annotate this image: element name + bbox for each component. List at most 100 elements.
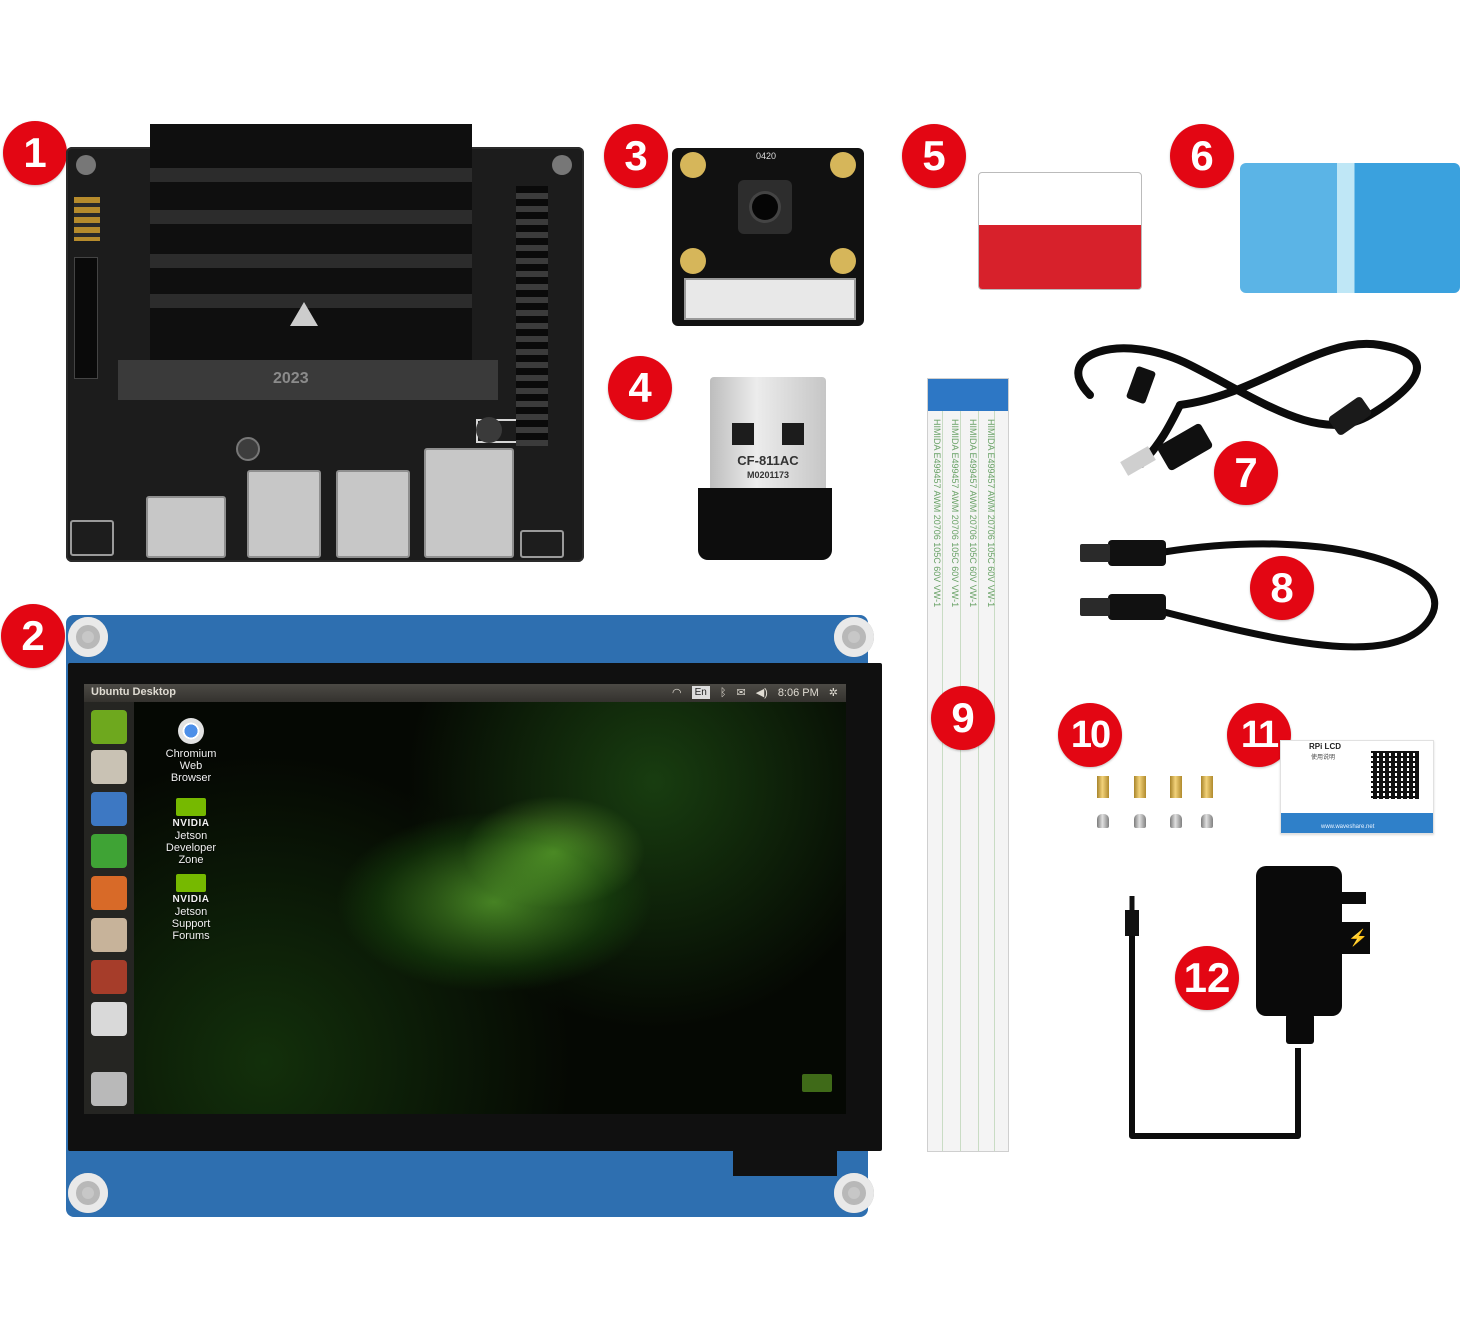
fpc-stiffener bbox=[928, 379, 1008, 411]
fpc-trace bbox=[942, 411, 943, 1151]
manual-subtitle: 使用说明 bbox=[1311, 755, 1336, 761]
launcher-sidebar bbox=[84, 702, 134, 1114]
desktop-icon-label: Browser bbox=[170, 772, 212, 784]
usb-contact-icon bbox=[782, 423, 804, 445]
nvidia-watermark-icon bbox=[802, 1074, 832, 1092]
writer-icon bbox=[91, 792, 127, 826]
badge-12: 12 bbox=[1175, 946, 1239, 1010]
volume-icon: ◀) bbox=[755, 687, 768, 699]
usb-port bbox=[247, 470, 321, 558]
mount-pad bbox=[680, 248, 706, 274]
capacitor bbox=[476, 417, 502, 443]
badge-1: 1 bbox=[3, 121, 67, 185]
settings-icon bbox=[91, 960, 127, 994]
ribbon-connector bbox=[684, 278, 856, 320]
capacitor bbox=[236, 437, 260, 461]
desktop-icon-label: Zone bbox=[178, 854, 204, 866]
hot-surface-warning-icon bbox=[290, 302, 318, 326]
camera-lens-icon bbox=[738, 180, 792, 234]
camera-print: 0420 bbox=[756, 151, 777, 161]
desktop-icon-label: Jetson bbox=[174, 830, 208, 842]
fpc-print: HIMIDA E499457 AWM 20706 105C 60V VW-1 bbox=[932, 419, 942, 608]
power-cable bbox=[1125, 896, 1301, 1139]
impress-icon bbox=[91, 876, 127, 910]
desktop-icon-label: Jetson bbox=[174, 906, 208, 918]
badge-10: 10 bbox=[1058, 703, 1122, 767]
desktop-icon-chromium[interactable]: Chromium Web Browser bbox=[149, 718, 233, 784]
brass-standoff bbox=[1134, 776, 1146, 798]
badge-2: 2 bbox=[1, 604, 65, 668]
adapter-strain-relief bbox=[1286, 1014, 1314, 1044]
micro-usb-port bbox=[520, 530, 564, 558]
chromium-icon bbox=[178, 718, 204, 744]
ethernet-port bbox=[424, 448, 514, 558]
screw bbox=[1097, 814, 1109, 828]
qr-code-icon bbox=[1371, 751, 1419, 799]
heatsink bbox=[150, 124, 472, 374]
badge-9: 9 bbox=[931, 686, 995, 750]
mount-hole-icon bbox=[552, 155, 572, 175]
fpc-trace bbox=[994, 411, 995, 1151]
keyboard-layout-indicator: En bbox=[691, 686, 710, 699]
heatsink-fin bbox=[150, 210, 472, 224]
screw bbox=[1170, 814, 1182, 828]
usb-contact-icon bbox=[732, 423, 754, 445]
topbar-indicators: ◠ En ᛒ ✉ ◀) 8:06 PM ✲ bbox=[672, 686, 838, 699]
fpc-ribbon-cable: HIMIDA E499457 AWM 20706 105C 60V VW-1 H… bbox=[927, 378, 1009, 1152]
fan-header bbox=[74, 197, 100, 241]
adapter-prong bbox=[1340, 922, 1370, 954]
wifi-dongle-plug: CF-811AC M0201173 bbox=[710, 377, 826, 499]
topbar-title: Ubuntu Desktop bbox=[91, 686, 176, 698]
lcd-touch-connector bbox=[733, 1150, 837, 1176]
heatsink-fin bbox=[150, 254, 472, 268]
dongle-serial: M0201173 bbox=[746, 470, 790, 480]
hdmi-cable bbox=[1080, 540, 1439, 651]
ubuntu-logo-icon bbox=[91, 710, 127, 744]
mount-hole-icon bbox=[834, 617, 874, 657]
manual-footer-band bbox=[1281, 813, 1433, 833]
mail-icon: ✉ bbox=[736, 687, 746, 699]
user-manual-card: RPi LCD 使用说明 www.waveshare.net bbox=[1280, 740, 1434, 834]
manual-footer: www.waveshare.net bbox=[1321, 824, 1375, 830]
usb-port bbox=[336, 470, 410, 558]
badge-5: 5 bbox=[902, 124, 966, 188]
mount-pad bbox=[830, 248, 856, 274]
dongle-model: CF-811AC bbox=[737, 453, 799, 468]
power-adapter: ⚡ bbox=[1256, 866, 1370, 1016]
brass-standoff bbox=[1097, 776, 1109, 798]
csi-connector bbox=[74, 257, 98, 379]
desktop-icon-label: Developer bbox=[165, 842, 217, 854]
desktop-icon-brand: NVIDIA bbox=[172, 894, 210, 905]
manual-title: RPi LCD bbox=[1309, 742, 1341, 751]
topbar-clock: 8:06 PM bbox=[777, 686, 819, 699]
heatsink-fin bbox=[150, 294, 472, 308]
badge-6: 6 bbox=[1170, 124, 1234, 188]
mount-hole-icon bbox=[76, 155, 96, 175]
mount-pad bbox=[680, 152, 706, 178]
usb-c-port bbox=[70, 520, 114, 556]
gear-icon: ✲ bbox=[828, 687, 838, 699]
desktop-icon-jetson-developer-zone[interactable]: NVIDIA Jetson Developer Zone bbox=[149, 798, 233, 866]
heatsink-fin bbox=[150, 168, 472, 182]
badge-8: 8 bbox=[1250, 556, 1314, 620]
usb-cable bbox=[1074, 339, 1421, 476]
gpio-header bbox=[516, 186, 548, 446]
lightning-icon: ⚡ bbox=[1348, 930, 1368, 947]
desktop-icon-label: Web bbox=[179, 760, 203, 772]
drive-icon bbox=[91, 1002, 127, 1036]
fpc-trace bbox=[960, 411, 961, 1151]
mount-hole-icon bbox=[834, 1173, 874, 1213]
mount-hole-icon bbox=[68, 1173, 108, 1213]
screw bbox=[1201, 814, 1213, 828]
desktop-icon-jetson-support-forums[interactable]: NVIDIA Jetson Support Forums bbox=[149, 874, 233, 942]
calc-icon bbox=[91, 834, 127, 868]
adapter-prong bbox=[1340, 892, 1366, 904]
trash-icon bbox=[91, 1072, 127, 1106]
desktop-wallpaper: Chromium Web Browser NVIDIA Jetson Devel… bbox=[134, 702, 846, 1114]
mount-hole-icon bbox=[68, 617, 108, 657]
desktop-icon-label: Chromium bbox=[165, 748, 217, 760]
fpc-print: HIMIDA E499457 AWM 20706 105C 60V VW-1 bbox=[986, 419, 996, 608]
sd-card-label bbox=[979, 225, 1141, 289]
desktop-icon-label: Forums bbox=[172, 930, 210, 942]
